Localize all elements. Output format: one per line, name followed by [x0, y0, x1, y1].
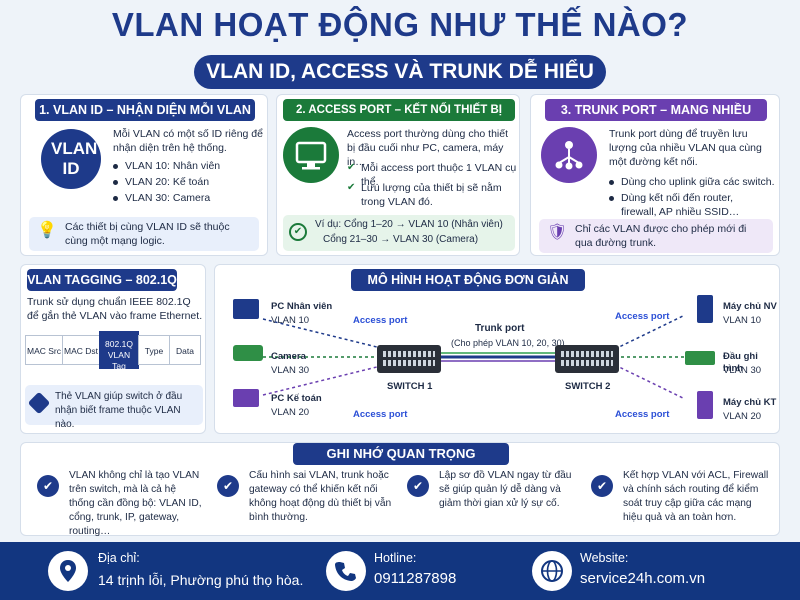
hotline-link[interactable]: 0911287898 [374, 570, 457, 587]
pc-icon [233, 299, 259, 319]
server-icon [697, 295, 713, 323]
card-trunk-port: 3. TRUNK PORT – MANG NHIỀU VLAN Trunk po… [530, 94, 780, 256]
frame-field: MAC Src [25, 335, 63, 365]
tagging-note-text: Thẻ VLAN giúp switch ở đầu nhận biết fra… [55, 391, 183, 430]
device-vlan: VLAN 30 [723, 365, 762, 376]
card-model: MÔ HÌNH HOẠT ĐỘNG ĐƠN GIẢN PC Nhân viên … [214, 264, 780, 434]
trunk-item: Dùng cho uplink giữa các switch. [609, 175, 777, 189]
card-vlan-id-note-text: Các thiết bị cùng VLAN ID sẽ thuộc cùng … [65, 221, 230, 247]
device-name: Máy chủ NV [723, 301, 777, 312]
switch-1-icon [377, 345, 441, 373]
address-label: Địa chỉ: [98, 551, 140, 565]
vlan-item: VLAN 30: Camera [113, 191, 210, 205]
device-vlan: VLAN 30 [271, 365, 310, 376]
access-port-label: Access port [615, 311, 670, 322]
tag-icon [27, 391, 51, 415]
globe-icon [532, 551, 572, 591]
trunk-label: Trunk port [475, 323, 525, 334]
card-vlan-id-desc: Mỗi VLAN có một số ID riêng để nhận diện… [113, 128, 263, 154]
vlan-item: VLAN 20: Kế toán [113, 175, 209, 189]
card-access-port-header: 2. ACCESS PORT – KẾT NỐI THIẾT BỊ ĐẦU CU… [283, 99, 515, 138]
footer: Địa chỉ: 14 trịnh lỗi, Phường phú thọ hò… [0, 542, 800, 600]
access-item: Lưu lượng của thiết bị sẽ nằm trong VLAN… [347, 181, 512, 209]
device-vlan: VLAN 20 [723, 411, 762, 422]
location-icon [48, 551, 88, 591]
frame-field: Type [138, 335, 170, 365]
address-value: 14 trịnh lỗi, Phường phú thọ hòa. [98, 572, 304, 588]
website-link[interactable]: service24h.com.vn [580, 570, 706, 587]
trunk-item: Dùng kết nối đến router, firewall, AP nh… [609, 191, 771, 219]
frame-field-vlan-tag: 802.1Q VLAN Tag [99, 331, 139, 371]
switch-2-label: SWITCH 2 [565, 381, 611, 392]
access-example-line1: Ví dụ: Cổng 1–20 → VLAN 10 (Nhân viên) [315, 219, 503, 230]
remember-item: Kết hợp VLAN với ACL, Firewall và chính … [623, 470, 769, 523]
check-icon: ✔ [591, 475, 613, 497]
card-vlan-tagging: VLAN TAGGING – 802.1Q Trunk sử dụng chuẩ… [20, 264, 206, 434]
tagging-desc: Trunk sử dụng chuẩn IEEE 802.1Q để gắn t… [27, 296, 203, 322]
card-remember-header: GHI NHỚ QUAN TRỌNG [293, 443, 509, 465]
phone-icon [326, 551, 366, 591]
recorder-icon [685, 351, 715, 365]
switch-1-label: SWITCH 1 [387, 381, 433, 392]
check-icon: ✔ [217, 475, 239, 497]
camera-icon [233, 345, 263, 361]
device-name: Máy chủ KT [723, 397, 777, 408]
remember-item: VLAN không chỉ là tạo VLAN trên switch, … [69, 470, 202, 537]
trunk-sub: (Cho phép VLAN 10, 20, 30) [451, 338, 565, 348]
check-icon: ✔ [407, 475, 429, 497]
frame-field: Data [169, 335, 201, 365]
remember-item: Cấu hình sai VLAN, trunk hoặc gateway có… [249, 470, 392, 523]
frame-field: MAC Dst [62, 335, 100, 365]
device-vlan: VLAN 10 [271, 315, 310, 326]
card-trunk-port-header: 3. TRUNK PORT – MANG NHIỀU VLAN [545, 99, 767, 139]
device-name: PC Kế toán [271, 393, 322, 404]
access-example-line2: Cổng 21–30 → VLAN 30 (Camera) [323, 234, 479, 245]
remember-item: Lập sơ đồ VLAN ngay từ đầu sẽ giúp quản … [439, 470, 572, 509]
access-port-label: Access port [353, 409, 408, 420]
access-port-label: Access port [615, 409, 670, 420]
server-icon [697, 391, 713, 419]
monitor-icon [283, 127, 339, 183]
device-name: PC Nhân viên [271, 301, 333, 312]
website-label: Website: [580, 551, 629, 565]
device-vlan: VLAN 10 [723, 315, 762, 326]
card-vlan-tagging-header: VLAN TAGGING – 802.1Q [27, 269, 177, 291]
card-access-port-note: ✔ Ví dụ: Cổng 1–20 → VLAN 10 (Nhân viên)… [283, 215, 515, 251]
vlan-id-icon: VLAN ID [41, 129, 101, 189]
card-access-port: 2. ACCESS PORT – KẾT NỐI THIẾT BỊ ĐẦU CU… [276, 94, 520, 256]
model-links [262, 314, 686, 400]
card-vlan-id: 1. VLAN ID – NHẬN DIỆN MỖI VLAN VLAN ID … [20, 94, 268, 256]
card-trunk-port-note: 🛡 Chỉ các VLAN được cho phép mới đi qua … [539, 219, 773, 253]
tagging-note: Thẻ VLAN giúp switch ở đầu nhận biết fra… [25, 385, 203, 430]
laptop-icon [233, 389, 259, 407]
device-vlan: VLAN 20 [271, 407, 310, 418]
card-trunk-port-note-text: Chỉ các VLAN được cho phép mới đi qua đư… [575, 223, 747, 249]
switch-2-icon [555, 345, 619, 373]
card-remember: GHI NHỚ QUAN TRỌNG ✔ VLAN không chỉ là t… [20, 442, 780, 537]
shield-icon: 🛡 [547, 224, 568, 241]
check-icon: ✔ [37, 475, 59, 497]
hotline-label: Hotline: [374, 551, 417, 565]
card-model-header: MÔ HÌNH HOẠT ĐỘNG ĐƠN GIẢN [351, 269, 585, 291]
check-circle-icon: ✔ [289, 223, 307, 241]
device-name: Camera [271, 351, 306, 362]
vlan-item: VLAN 10: Nhân viên [113, 159, 220, 173]
card-vlan-id-header: 1. VLAN ID – NHẬN DIỆN MỖI VLAN [35, 99, 255, 121]
card-trunk-port-desc: Trunk port dùng để truyền lưu lượng của … [609, 128, 762, 168]
lightbulb-icon: 💡 [37, 222, 57, 239]
page-subtitle: VLAN ID, ACCESS VÀ TRUNK DỄ HIỂU [194, 55, 606, 89]
access-port-label: Access port [353, 315, 408, 326]
device-name: Đầu ghi hình [723, 351, 758, 374]
card-vlan-id-note: 💡 Các thiết bị cùng VLAN ID sẽ thuộc cùn… [29, 217, 259, 251]
network-hub-icon [541, 127, 597, 183]
vlan-id-icon-text: VLAN ID [51, 139, 98, 178]
page-title: VLAN HOẠT ĐỘNG NHƯ THẾ NÀO? [111, 6, 689, 43]
